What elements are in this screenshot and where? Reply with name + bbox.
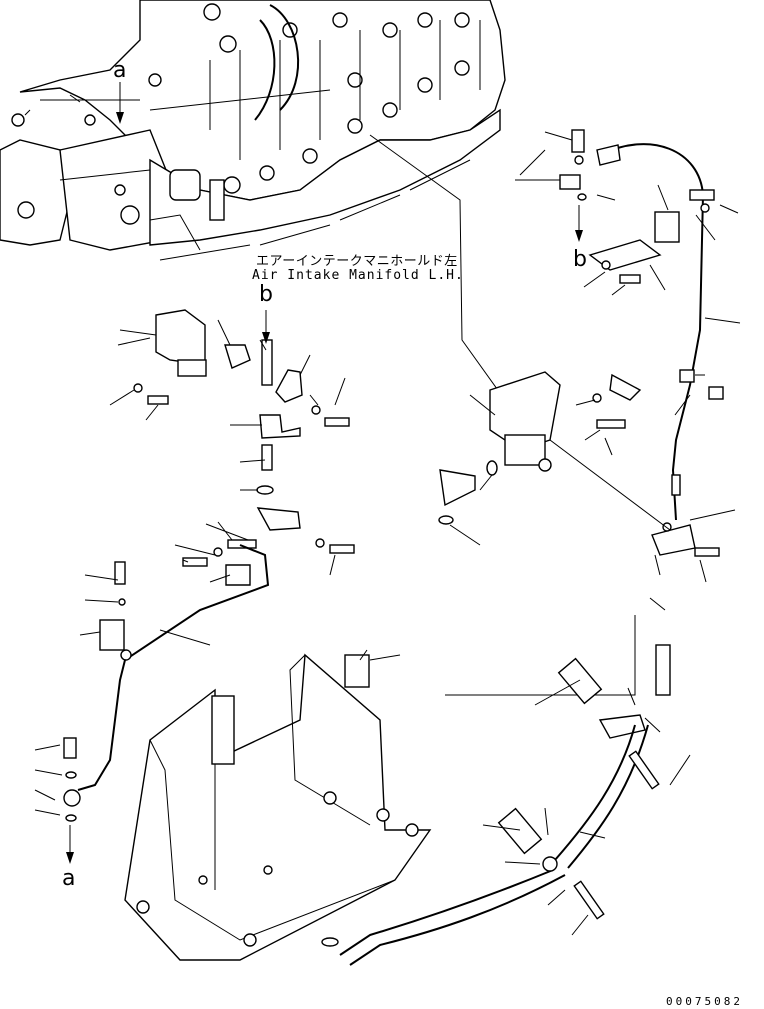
manifold-label-english: Air Intake Manifold L.H. — [252, 268, 464, 283]
callout-a-top: a — [113, 58, 127, 83]
dipstick-hose-assembly — [321, 644, 671, 966]
manifold-label-japanese: エアーインテークマニホールド左 — [256, 254, 458, 269]
callout-b-mid-arrow — [262, 310, 270, 344]
callout-b-mid: b — [259, 282, 273, 307]
left-bracket-assembly — [63, 309, 355, 822]
leader-lines — [24, 94, 741, 936]
callout-a-bottom-arrow — [66, 825, 74, 864]
callout-b-right: b — [573, 247, 587, 272]
engine-block — [0, 0, 506, 261]
document-number: 00075082 — [666, 995, 743, 1008]
callout-b-right-arrow — [575, 205, 583, 242]
callout-a-top-arrow — [116, 82, 124, 124]
right-bracket-assembly — [438, 129, 724, 557]
callout-a-bottom: a — [62, 866, 76, 891]
support-stand — [124, 653, 432, 961]
